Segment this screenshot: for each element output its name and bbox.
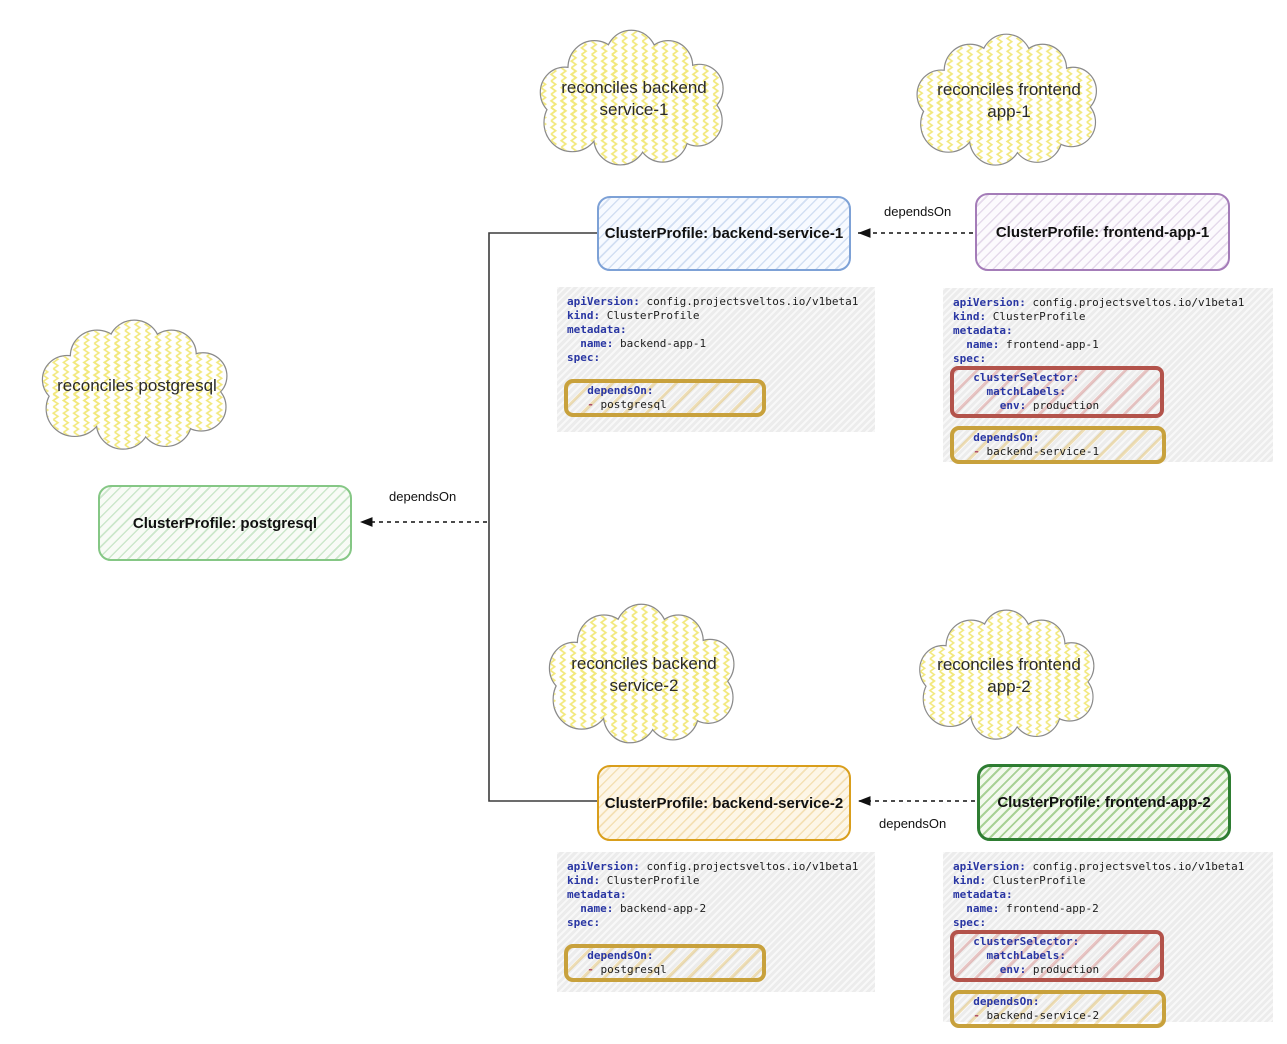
cloud-text: reconciles postgresql (30, 318, 244, 454)
yaml-highlight-gold: dependsOn: - backend-service-1 (950, 426, 1166, 464)
cloud-text-line: app-1 (987, 102, 1031, 121)
cloud-text-line: service-1 (599, 100, 669, 119)
edge-label-dependson-1: dependsOn (884, 204, 952, 219)
yaml-lines: apiVersion: config.projectsveltos.io/v1b… (567, 295, 859, 364)
yaml-frontend-app-1: apiVersion: config.projectsveltos.io/v1b… (943, 288, 1273, 464)
cloud-text: reconciles backend service-1 (528, 28, 740, 170)
cloud-reconciles-backend-service-1: reconciles backend service-1 (528, 28, 740, 170)
node-clusterprofile-backend-service-1: ClusterProfile: backend-service-1 (597, 196, 851, 271)
cloud-text: reconciles frontend app-2 (908, 608, 1110, 744)
yaml-highlight-gold: dependsOn: - backend-service-2 (950, 990, 1166, 1028)
cloud-reconciles-postgresql: reconciles postgresql (30, 318, 244, 454)
cloud-text-line: service-2 (609, 676, 679, 695)
node-label: ClusterProfile: postgresql (132, 514, 318, 532)
yaml-lines: apiVersion: config.projectsveltos.io/v1b… (953, 296, 1245, 365)
cloud-text-line: app-2 (987, 677, 1031, 696)
node-clusterprofile-frontend-app-2: ClusterProfile: frontend-app-2 (977, 764, 1231, 841)
cloud-reconciles-backend-service-2: reconciles backend service-2 (537, 602, 751, 748)
yaml-highlight-red: clusterSelector: matchLabels: env: produ… (950, 366, 1164, 418)
cloud-text-line: reconciles backend (571, 653, 717, 673)
cloud-reconciles-frontend-app-1: reconciles frontend app-1 (905, 32, 1113, 170)
yaml-highlight-gold: dependsOn: - postgresql (564, 944, 766, 982)
node-clusterprofile-frontend-app-1: ClusterProfile: frontend-app-1 (975, 193, 1230, 271)
yaml-backend-app-1: apiVersion: config.projectsveltos.io/v1b… (557, 287, 875, 432)
cloud-text-line: reconciles frontend (937, 79, 1081, 99)
node-label: ClusterProfile: backend-service-2 (604, 794, 844, 812)
node-label: ClusterProfile: backend-service-1 (604, 225, 844, 242)
node-label: ClusterProfile: frontend-app-2 (997, 794, 1211, 811)
cloud-reconciles-frontend-app-2: reconciles frontend app-2 (908, 608, 1110, 744)
node-clusterprofile-postgresql: ClusterProfile: postgresql (98, 485, 352, 561)
yaml-frontend-app-2: apiVersion: config.projectsveltos.io/v1b… (943, 852, 1273, 1028)
yaml-highlight-gold: dependsOn: - postgresql (564, 379, 766, 417)
node-label: ClusterProfile: frontend-app-1 (995, 223, 1210, 241)
cloud-text-line: reconciles frontend (937, 654, 1081, 674)
yaml-lines: apiVersion: config.projectsveltos.io/v1b… (567, 860, 859, 929)
cloud-text: reconciles frontend app-1 (905, 32, 1113, 170)
edge-label-dependson-3: dependsOn (389, 489, 457, 504)
cloud-text: reconciles backend service-2 (537, 602, 751, 748)
yaml-backend-app-2: apiVersion: config.projectsveltos.io/v1b… (557, 852, 875, 992)
cloud-text-line: reconciles postgresql (57, 375, 217, 395)
cloud-text-line: reconciles backend (561, 77, 707, 97)
yaml-highlight-red: clusterSelector: matchLabels: env: produ… (950, 930, 1164, 982)
edge-label-dependson-2: dependsOn (879, 816, 947, 831)
yaml-lines: apiVersion: config.projectsveltos.io/v1b… (953, 860, 1245, 929)
node-clusterprofile-backend-service-2: ClusterProfile: backend-service-2 (597, 765, 851, 841)
